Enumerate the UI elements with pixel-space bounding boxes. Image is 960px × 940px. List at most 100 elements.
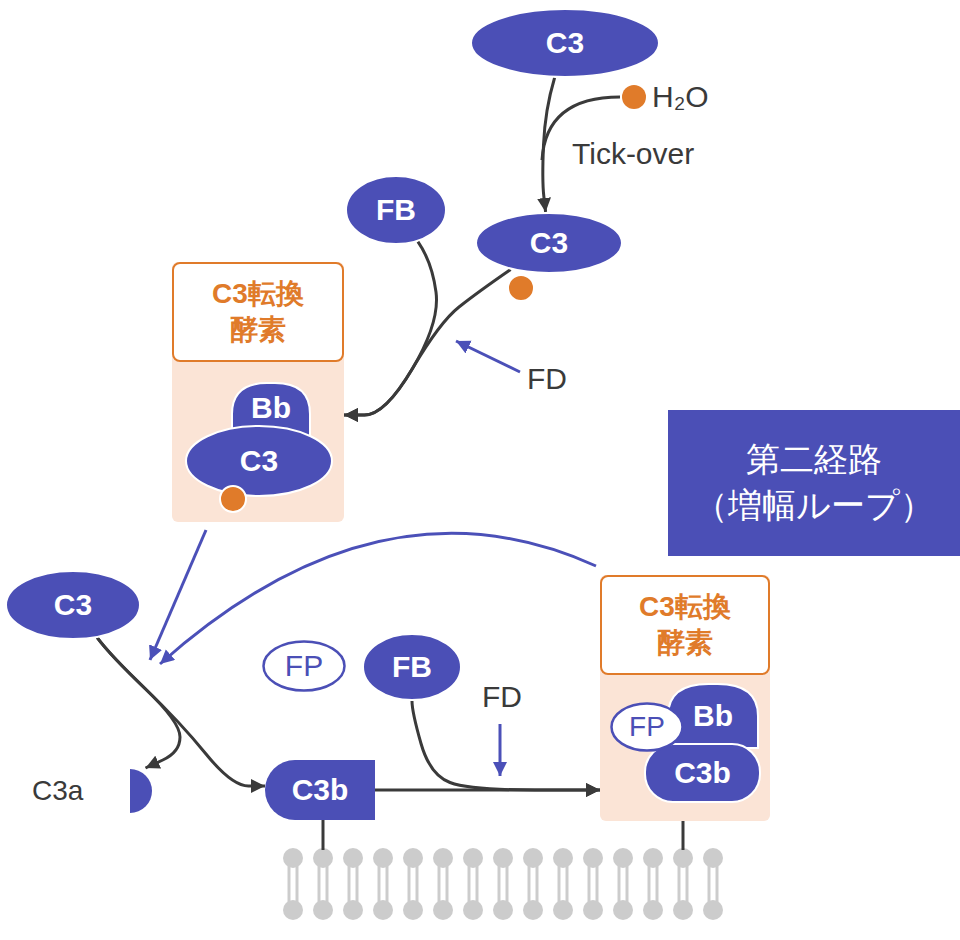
fd-arrow [499, 724, 502, 776]
lipid-head [433, 848, 453, 868]
node-label: C3b [674, 756, 731, 791]
lipid-tail [498, 866, 501, 902]
lipid-head [703, 848, 723, 868]
ellipse-shape [6, 571, 140, 639]
ellipse-shape [476, 213, 622, 273]
reaction-arrow [375, 789, 600, 792]
lipid-head [613, 848, 633, 868]
node-label: C3転換 酵素 [198, 276, 318, 349]
lipid-head [463, 848, 483, 868]
pathway-band: 第二経路 （増幅ループ） [668, 410, 960, 556]
fragment-shape [645, 744, 760, 802]
lipid-tail [678, 866, 681, 902]
lipid-head [463, 900, 483, 920]
lipid-tail [318, 866, 321, 902]
node-label: C3b [292, 773, 349, 808]
process-label: Tick-over [572, 137, 694, 172]
water-dot [622, 85, 646, 109]
lipid-head [643, 900, 663, 920]
node-label: C3転換 酵素 [625, 589, 745, 662]
node-label: FP [285, 649, 323, 684]
enzyme-arrow [150, 530, 206, 660]
lipid-head [583, 848, 603, 868]
lipid-head [373, 848, 393, 868]
c3-hydrolyzed: C3 [185, 425, 333, 497]
c3-protein: C3 [5, 570, 141, 640]
lipid-tail [378, 866, 381, 902]
node-label: FB [376, 193, 416, 228]
node-label: C3a [32, 775, 83, 807]
lipid-head [433, 900, 453, 920]
lipid-head [313, 900, 333, 920]
lipid-tail [558, 866, 561, 902]
node-label: Bb [693, 699, 733, 734]
lipid-tail [536, 866, 539, 902]
fb-protein: FB [345, 175, 447, 245]
lipid-tail [326, 866, 329, 902]
ellipse-outline [264, 642, 345, 691]
lipid-head [523, 848, 543, 868]
enzyme-label: FD [527, 362, 567, 397]
reagent-label: H₂O [652, 80, 709, 115]
lipid-head [343, 900, 363, 920]
panel-header: C3転換 酵素 [172, 262, 344, 362]
lipid-tail [506, 866, 509, 902]
fb-protein: FB [362, 633, 462, 701]
lipid-tail [468, 866, 471, 902]
lipid-head [313, 848, 333, 868]
node-label: C3 [240, 444, 278, 479]
lipid-head [673, 900, 693, 920]
lipid-tail [626, 866, 629, 902]
panel-header: C3転換 酵素 [600, 575, 770, 675]
lipid-tail [476, 866, 479, 902]
c3b-fragment: C3b [645, 744, 760, 802]
c3a-fragment: C3a [32, 768, 160, 814]
c3-convertase-panel: C3転換 酵素 BbC3 [172, 262, 344, 522]
node-label: C3 [546, 26, 584, 61]
lipid-head [583, 900, 603, 920]
lipid-tail [588, 866, 591, 902]
lipid-head [553, 900, 573, 920]
lipid-tail [708, 866, 711, 902]
ellipse-shape [471, 9, 659, 77]
water-dot [508, 275, 534, 301]
node-label: FP [629, 711, 665, 743]
lipid-head [343, 848, 363, 868]
fragment-shape [668, 684, 758, 748]
fragment-shape [265, 760, 375, 820]
lipid-head [523, 900, 543, 920]
reaction-arrow [97, 638, 265, 786]
lipid-membrane [283, 848, 723, 920]
lipid-tail [566, 866, 569, 902]
ellipse-shape [363, 634, 461, 700]
fd-arrow [456, 341, 520, 372]
lipid-tail [356, 866, 359, 902]
lipid-tail [528, 866, 531, 902]
lipid-tail [446, 866, 449, 902]
lipid-tail [438, 866, 441, 902]
c3-hydrolyzed: C3 [475, 212, 623, 274]
water-dot [220, 486, 246, 512]
ellipse-shape [186, 426, 332, 496]
lipid-tail [648, 866, 651, 902]
reaction-arrow [412, 701, 600, 790]
lipid-head [613, 900, 633, 920]
lipid-head [283, 900, 303, 920]
node-label: Bb [251, 391, 291, 426]
lipid-tail [348, 866, 351, 902]
bb-fragment: Bb [668, 684, 758, 748]
lipid-head [553, 848, 573, 868]
anchor-stalk [322, 820, 325, 850]
reaction-arrow [97, 638, 180, 768]
lipid-tail [686, 866, 689, 902]
lipid-tail [716, 866, 719, 902]
lipid-head [493, 848, 513, 868]
lipid-tail [618, 866, 621, 902]
c3-convertase-panel: C3転換 酵素 FP BbC3b [600, 575, 770, 821]
ellipse-outline [612, 704, 683, 751]
node-label: C3 [530, 226, 568, 261]
lipid-head [403, 848, 423, 868]
lipid-head [493, 900, 513, 920]
fragment-shape [130, 769, 152, 813]
